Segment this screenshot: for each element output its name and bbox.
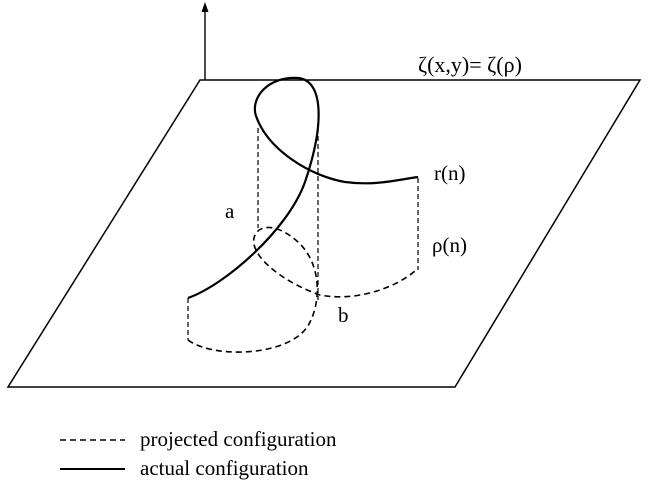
axis-arrowhead bbox=[201, 2, 209, 12]
actual-configuration-curve bbox=[187, 76, 419, 300]
point-b-label: b bbox=[338, 303, 349, 327]
projected-end-label: ρ(n) bbox=[432, 233, 467, 257]
actual-end-label: r(n) bbox=[434, 161, 465, 185]
surface-equation-label: ζ(x,y)= ζ(ρ) bbox=[418, 52, 522, 77]
projected-configuration-curve bbox=[187, 226, 419, 353]
plane-surface bbox=[6, 79, 642, 388]
point-a-label: a bbox=[225, 199, 235, 223]
